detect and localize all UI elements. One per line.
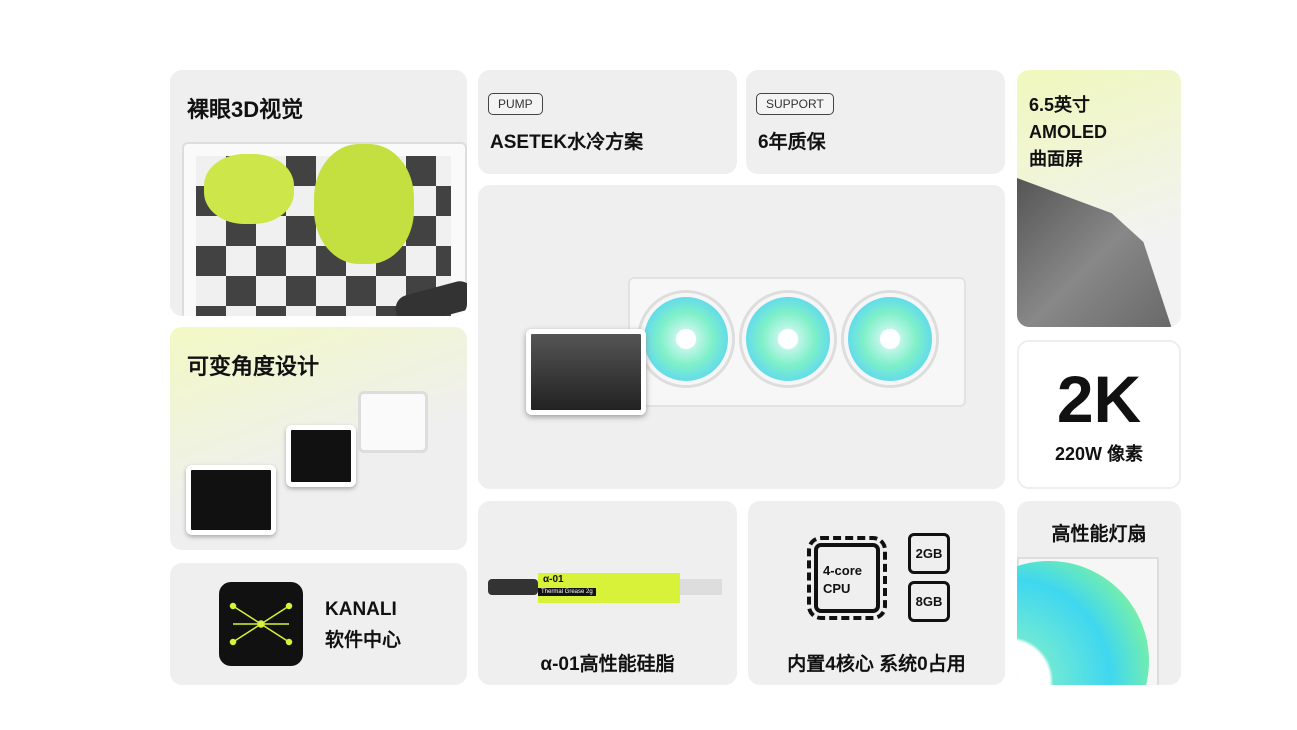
curved-screen-image: [1017, 178, 1175, 327]
kanali-app-icon: [219, 582, 303, 666]
screen-shape: 曲面屏: [1029, 149, 1083, 169]
kanali-subtitle: 软件中心: [325, 630, 402, 651]
grease-tube-sub: Thermal Grease 2g: [538, 588, 596, 596]
fan-title: 高性能灯扇: [1051, 524, 1147, 545]
memory-2gb-icon: 2GB: [908, 533, 950, 574]
cpu-label: 内置4核心 系统0占用: [787, 654, 966, 675]
support-tag: SUPPORT: [756, 93, 834, 115]
memory-8gb-icon: 8GB: [908, 581, 950, 622]
fan-image: [1017, 557, 1159, 685]
feature-card-grease: α-01 Thermal Grease 2g α-01高性能硅脂: [478, 501, 737, 685]
feature-card-3d: 裸眼3D视觉: [170, 70, 467, 316]
cpu-chip-line2: CPU: [823, 581, 851, 596]
screen-size: 6.5英寸: [1029, 95, 1091, 115]
pump-title: ASETEK水冷方案: [490, 132, 644, 153]
cpu-chip-line1: 4-core: [823, 563, 863, 578]
radiator-image: [628, 277, 966, 407]
feature-card-pump: PUMP ASETEK水冷方案: [478, 70, 737, 174]
feature-card-support: SUPPORT 6年质保: [746, 70, 1005, 174]
feature-card-resolution: 2K 220W 像素: [1017, 340, 1181, 489]
resolution-pixels: 220W 像素: [1054, 444, 1144, 464]
support-title: 6年质保: [758, 132, 826, 153]
card-title: 裸眼3D视觉: [187, 97, 304, 122]
3d-screen-image: [182, 142, 467, 316]
card-title: 可变角度设计: [187, 354, 320, 379]
feature-card-cpu: 4-core CPU 2GB 8GB 内置4核心 系统0占用: [748, 501, 1005, 685]
feature-card-fan: 高性能灯扇: [1017, 501, 1181, 685]
resolution-value: 2K: [1056, 362, 1142, 436]
cpu-chip-icon: 4-core CPU: [807, 536, 887, 620]
feature-card-kanali: KANALI 软件中心: [170, 563, 467, 685]
kanali-title: KANALI: [325, 599, 397, 620]
grease-tube-name: α-01: [543, 574, 564, 585]
pump-tag: PUMP: [488, 93, 543, 115]
grease-label: α-01高性能硅脂: [540, 654, 675, 675]
feature-card-screen: 6.5英寸 AMOLED 曲面屏: [1017, 70, 1181, 327]
feature-card-angle: 可变角度设计: [170, 327, 467, 550]
screen-type: AMOLED: [1029, 122, 1107, 142]
main-product-card: [478, 185, 1005, 489]
pump-head-image: [526, 329, 646, 415]
